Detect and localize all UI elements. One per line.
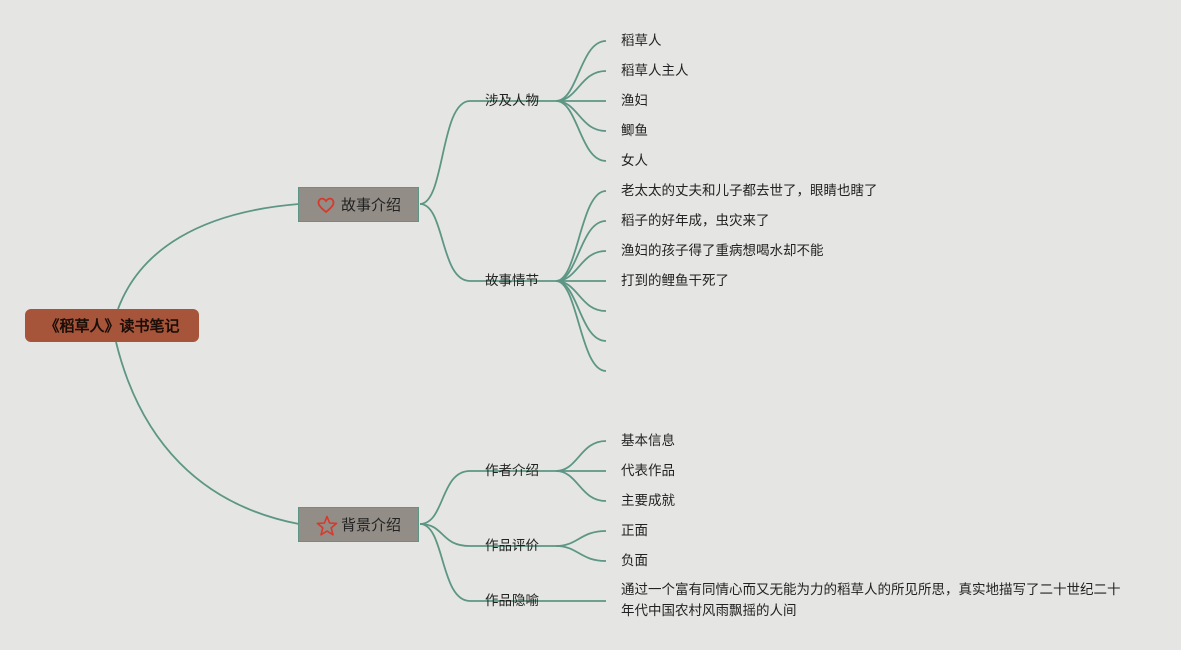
sub-node-characters[interactable]: 涉及人物 (485, 93, 539, 109)
branch-label: 背景介绍 (340, 516, 401, 534)
leaf-node[interactable]: 正面 (621, 523, 648, 539)
branch-label: 故事介绍 (340, 196, 401, 214)
branch-connector (419, 203, 556, 282)
leaf-connector (555, 100, 607, 162)
branch-background-intro[interactable]: 背景介绍 (298, 507, 419, 542)
leaf-node[interactable]: 鲫鱼 (621, 123, 648, 139)
leaf-connector (555, 440, 607, 472)
sub-node-plot[interactable]: 故事情节 (485, 273, 539, 289)
branch-connector (419, 470, 556, 525)
leaf-node[interactable]: 老太太的丈夫和儿子都去世了，眼睛也瞎了 (621, 183, 878, 199)
leaf-node[interactable]: 基本信息 (621, 433, 675, 449)
leaf-node[interactable]: 负面 (621, 553, 648, 569)
leaf-connector (555, 470, 607, 502)
sub-node-author[interactable]: 作者介绍 (485, 463, 539, 479)
branch-story-intro[interactable]: 故事介绍 (298, 187, 419, 222)
leaf-node[interactable]: 代表作品 (621, 463, 675, 479)
leaf-connector (555, 280, 607, 372)
branch-connector (419, 523, 556, 602)
branch-connector (419, 523, 556, 547)
leaf-node[interactable]: 打到的鲤鱼干死了 (621, 273, 729, 289)
sub-node-evaluation[interactable]: 作品评价 (485, 538, 539, 554)
root-connector (117, 203, 300, 310)
leaf-connector (555, 100, 607, 132)
sub-node-metaphor[interactable]: 作品隐喻 (485, 593, 539, 609)
heart-icon (316, 195, 336, 215)
root-label: 《稻草人》读书笔记 (44, 317, 180, 335)
branch-connector (419, 100, 556, 205)
leaf-node[interactable]: 稻草人 (621, 33, 662, 49)
leaf-node-metaphor-text[interactable]: 通过一个富有同情心而又无能为力的稻草人的所见所思，真实地描写了二十世纪二十年代中… (621, 582, 1121, 619)
root-connector (115, 341, 300, 525)
leaf-node[interactable]: 主要成就 (621, 493, 675, 509)
leaf-connector (555, 70, 607, 102)
leaf-connector (555, 190, 607, 282)
leaf-connector (555, 530, 607, 547)
leaf-node[interactable]: 渔妇 (621, 93, 648, 109)
leaf-connector (555, 220, 607, 282)
leaf-connector (555, 40, 607, 102)
leaf-node[interactable]: 稻子的好年成，虫灾来了 (621, 213, 770, 229)
leaf-node[interactable]: 稻草人主人 (621, 63, 689, 79)
leaf-node[interactable]: 渔妇的孩子得了重病想喝水却不能 (621, 243, 824, 259)
root-node[interactable]: 《稻草人》读书笔记 (25, 309, 199, 342)
leaf-connector (555, 545, 607, 562)
star-icon (316, 515, 338, 536)
leaf-node[interactable]: 女人 (621, 153, 648, 169)
